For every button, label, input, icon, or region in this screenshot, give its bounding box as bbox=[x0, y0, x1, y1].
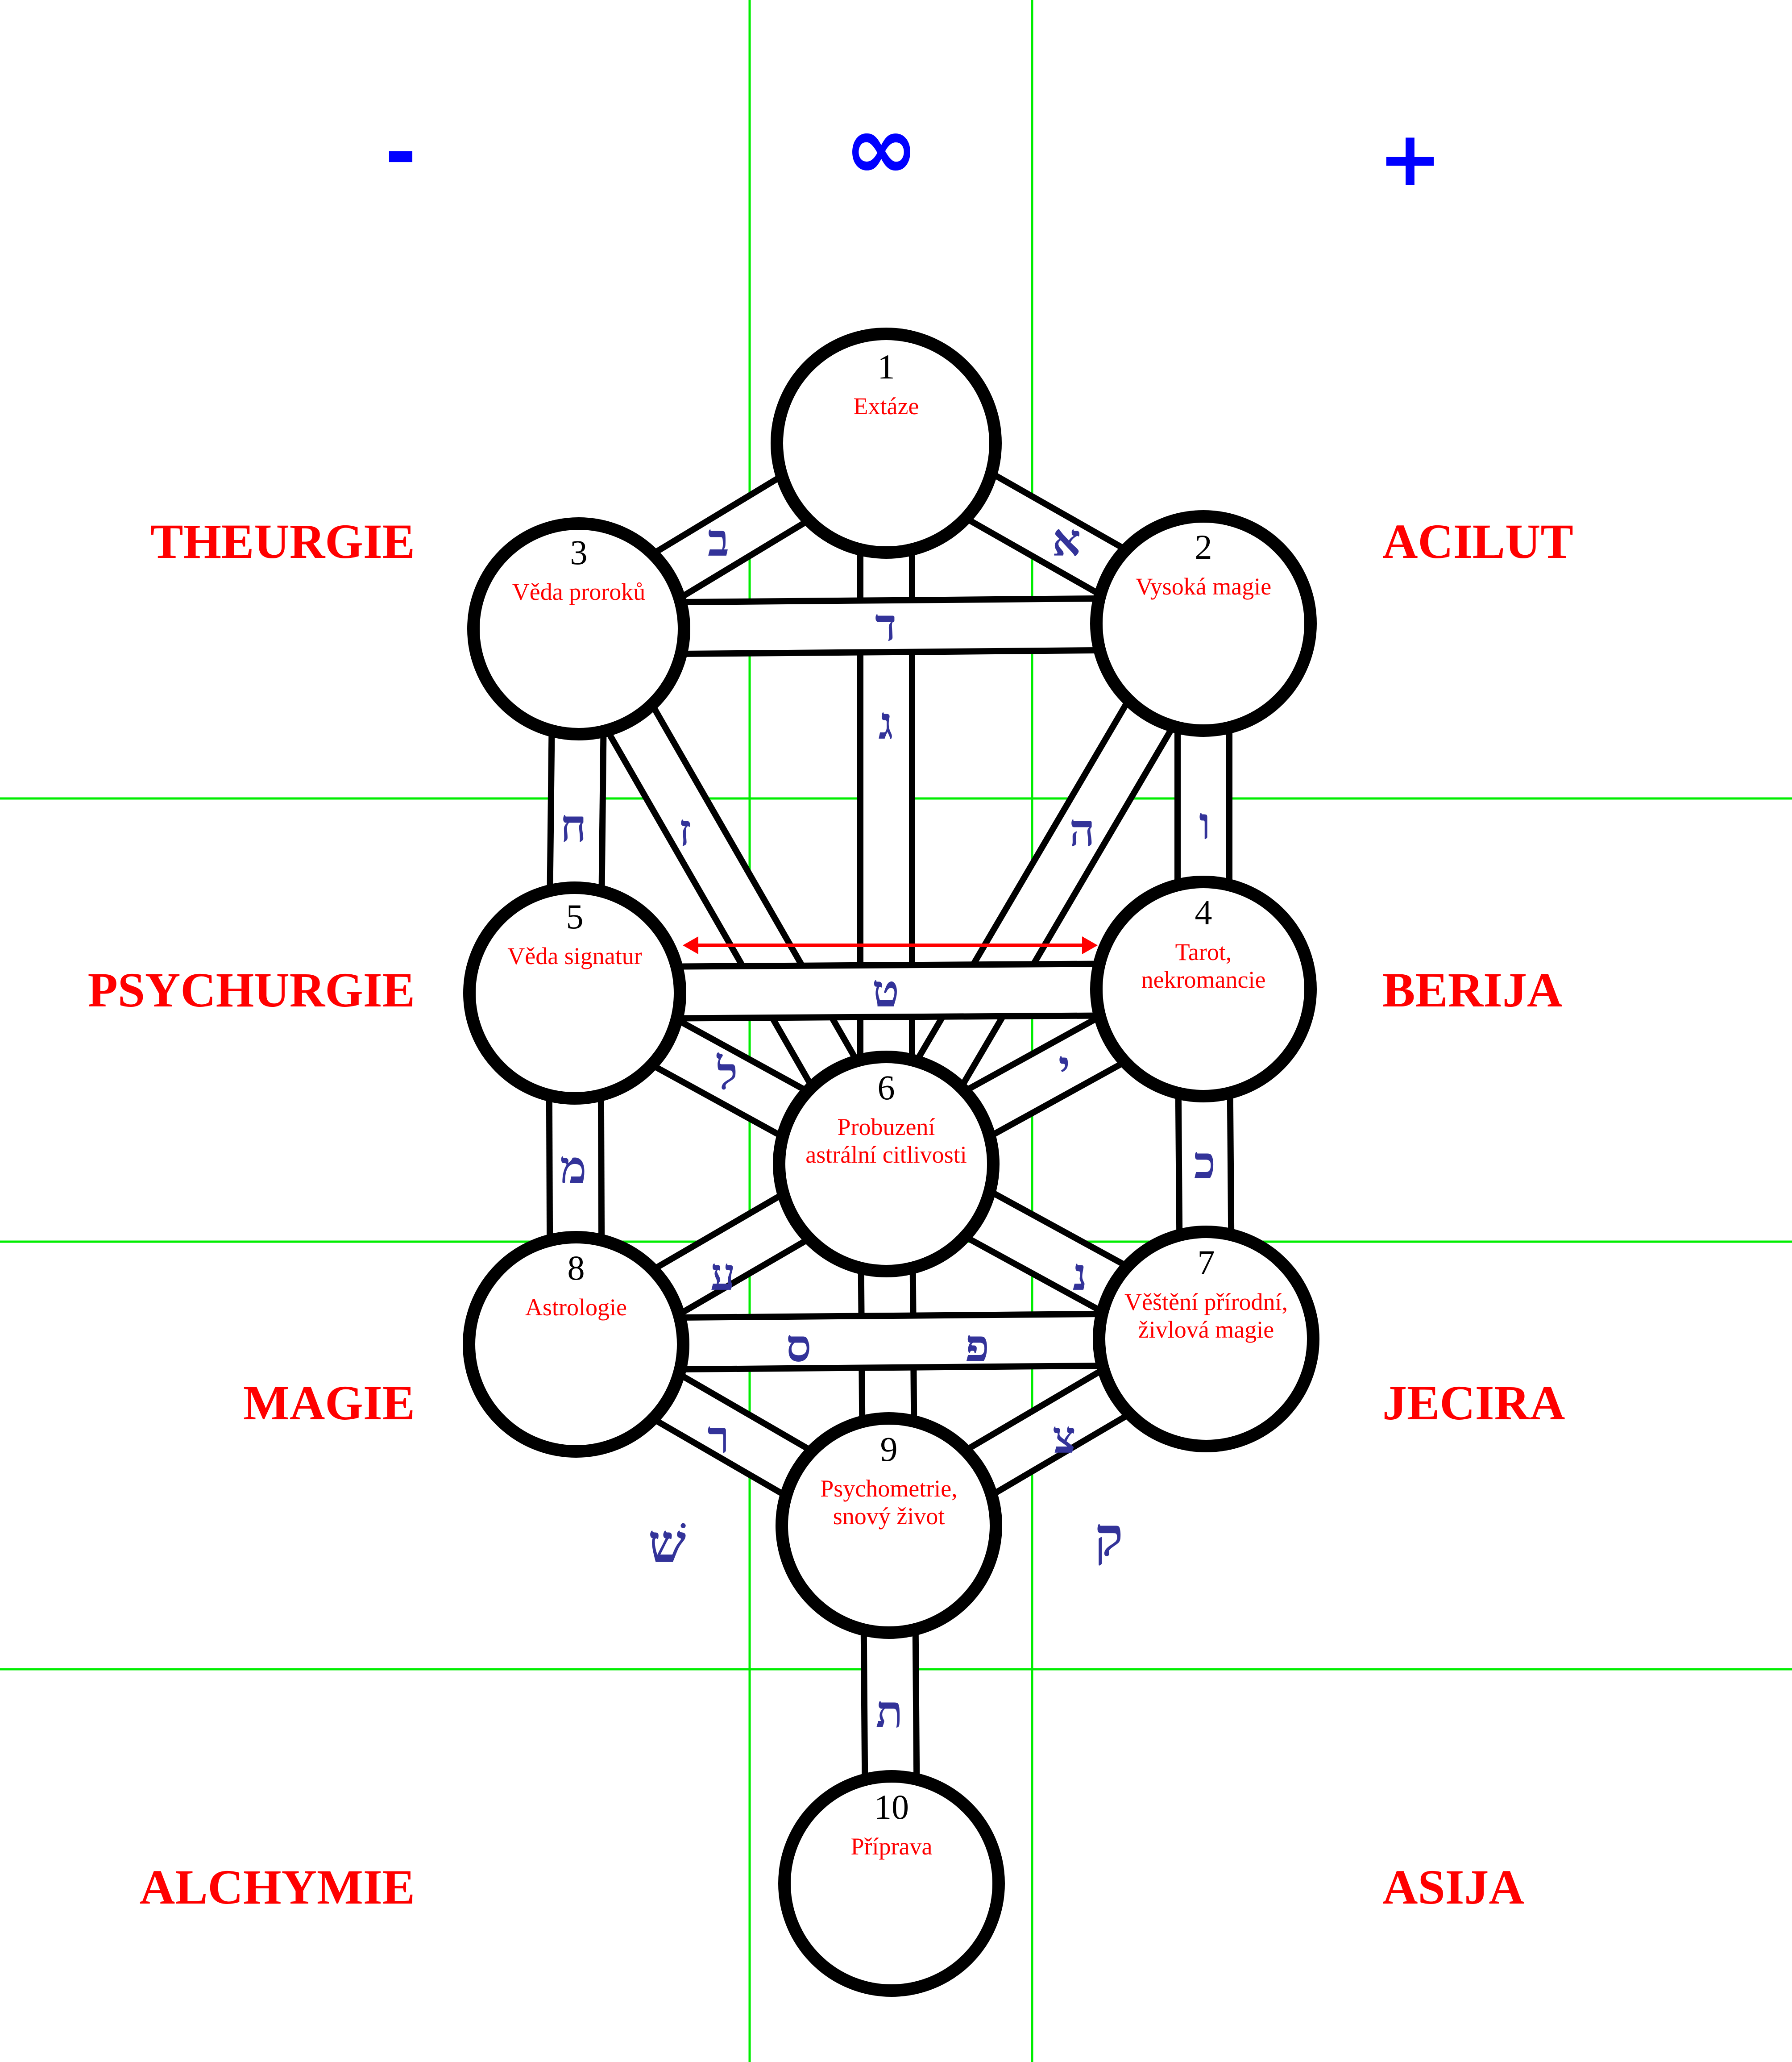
sephira-title: Věda proroků bbox=[512, 578, 645, 605]
sephira-number: 7 bbox=[1198, 1243, 1215, 1282]
sephira-title: nekromancie bbox=[1141, 966, 1266, 993]
sephira-title: Psychometrie, bbox=[820, 1475, 957, 1502]
arrow-head-right bbox=[1082, 936, 1098, 954]
hebrew-letter: ד bbox=[875, 599, 896, 651]
left-label: ALCHYMIE bbox=[140, 1860, 415, 1914]
hebrew-letter: ס bbox=[786, 1319, 812, 1372]
plus-icon: + bbox=[1378, 115, 1442, 204]
sephira-title: Astrologie bbox=[525, 1294, 627, 1321]
hebrew-letter: י bbox=[1058, 1040, 1070, 1093]
sephira-number: 9 bbox=[880, 1430, 898, 1468]
hebrew-letter: ג bbox=[878, 697, 893, 749]
hebrew-letter: ל bbox=[717, 1047, 738, 1100]
right-label: JECIRA bbox=[1382, 1376, 1565, 1430]
hebrew-letter: א bbox=[1052, 514, 1081, 566]
arrow-head-left bbox=[683, 936, 698, 954]
hebrew-letter: כ bbox=[1194, 1136, 1216, 1189]
hebrew-letter: ט bbox=[872, 964, 899, 1017]
red-double-arrow bbox=[683, 936, 1098, 954]
side-labels: THEURGIE PSYCHURGIE MAGIE ALCHYMIE ACILUT BER… bbox=[88, 514, 1573, 1914]
sephira-title: Probuzení bbox=[838, 1114, 935, 1140]
sephira-number: 4 bbox=[1195, 893, 1212, 932]
right-label: ACILUT bbox=[1382, 514, 1573, 569]
sephira-number: 1 bbox=[878, 347, 895, 386]
hebrew-letter: מ bbox=[560, 1141, 586, 1193]
minus-icon: - bbox=[385, 108, 417, 197]
sephira-number: 2 bbox=[1195, 528, 1212, 566]
hebrew-letter-shin: שׁ bbox=[648, 1512, 686, 1575]
hebrew-letter: צ bbox=[1053, 1411, 1076, 1463]
sephira-title: Věda signatur bbox=[507, 943, 642, 969]
sephira-number: 8 bbox=[568, 1248, 585, 1287]
hebrew-letter: ב bbox=[708, 514, 729, 566]
sephira-title: Vysoká magie bbox=[1136, 573, 1271, 600]
right-label: BERIJA bbox=[1382, 963, 1562, 1017]
hebrew-letter-qoph: ק bbox=[1095, 1505, 1123, 1568]
sephira-title: živlová magie bbox=[1138, 1316, 1274, 1343]
sephira-number: 3 bbox=[570, 533, 588, 572]
right-label: ASIJA bbox=[1382, 1860, 1524, 1914]
sephira-title: astrální citlivosti bbox=[805, 1141, 967, 1168]
hebrew-letter: נ bbox=[1073, 1248, 1087, 1301]
sephira-title: Tarot, bbox=[1175, 939, 1232, 965]
hebrew-letter: ר bbox=[707, 1411, 729, 1463]
hebrew-letter: ע bbox=[710, 1248, 736, 1301]
hebrew-letter: ו bbox=[1199, 797, 1211, 850]
infinity-icon: ∞ bbox=[844, 96, 919, 200]
hebrew-letter: ח bbox=[560, 799, 586, 852]
hebrew-letter: ז bbox=[679, 804, 691, 856]
hebrew-letter: פ bbox=[965, 1319, 989, 1372]
sephira-title: Příprava bbox=[851, 1833, 933, 1860]
polarity-symbols: - ∞ + bbox=[385, 96, 1442, 204]
hebrew-letters: א ב גד ה ו ז ח ט י כ ל מ נ עס פ צ ר ת שׁ ק bbox=[560, 514, 1215, 1738]
left-label: THEURGIE bbox=[150, 514, 415, 569]
sephira-title: Věštění přírodní, bbox=[1124, 1289, 1288, 1315]
hebrew-letter: ת bbox=[876, 1685, 903, 1738]
sephira-title: Extáze bbox=[854, 393, 919, 420]
sephira-number: 6 bbox=[878, 1068, 895, 1107]
left-label: PSYCHURGIE bbox=[88, 963, 415, 1017]
hebrew-letter: ה bbox=[1069, 804, 1095, 856]
left-label: MAGIE bbox=[243, 1376, 415, 1430]
sephira-title: snový život bbox=[833, 1503, 945, 1530]
sephira-number: 10 bbox=[874, 1788, 909, 1826]
sephira-number: 5 bbox=[566, 897, 584, 936]
